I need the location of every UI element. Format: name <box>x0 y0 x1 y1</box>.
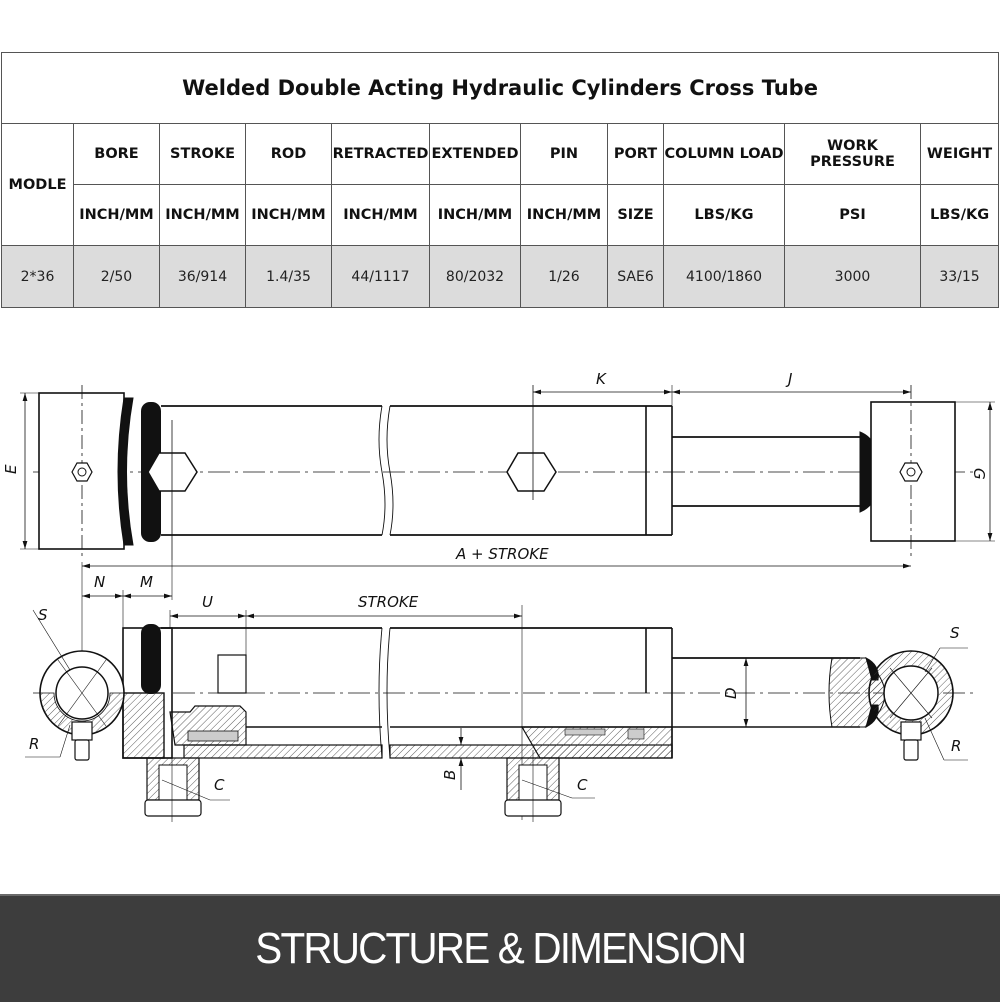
table-title: Welded Double Acting Hydraulic Cylinders… <box>0 52 1000 124</box>
col-unit: INCH/MM <box>245 184 332 246</box>
dim-label-u: U <box>202 593 213 611</box>
dim-label-r-left: R <box>29 735 39 753</box>
dim-label-s-left: S <box>38 606 48 624</box>
dim-label-c-left: C <box>214 776 225 794</box>
cell-retracted: 44/1117 <box>331 245 430 308</box>
col-unit: INCH/MM <box>520 184 608 246</box>
cell-work-pressure: 3000 <box>784 245 921 308</box>
cylinder-drawing: E G K J A + STROKE <box>2 370 995 822</box>
table-row: 2*36 2/50 36/914 1.4/35 44/1117 80/2032 … <box>1 245 1000 308</box>
cell-weight: 33/15 <box>919 245 1000 308</box>
col-unit: LBS/KG <box>919 184 1000 246</box>
col-unit: INCH/MM <box>159 184 246 246</box>
cell-pin: 1/26 <box>520 245 608 308</box>
dim-label-e: E <box>2 464 20 474</box>
col-header: STROKE <box>159 123 246 185</box>
section-banner: STRUCTURE & DIMENSION <box>0 894 1000 1002</box>
cell-port: SAE6 <box>607 245 664 308</box>
col-header: BORE <box>73 123 160 185</box>
dim-label-g: G <box>970 468 988 480</box>
col-header: EXTENDED <box>429 123 521 185</box>
dim-label-b: B <box>441 770 459 780</box>
section-view <box>25 560 975 822</box>
dim-label-m: M <box>140 573 153 591</box>
col-unit: INCH/MM <box>73 184 160 246</box>
banner-title: STRUCTURE & DIMENSION <box>255 924 747 973</box>
dim-label-c-right: C <box>577 776 588 794</box>
col-header: ROD <box>245 123 332 185</box>
dim-label-a-stroke: A + STROKE <box>455 545 549 563</box>
col-header: WORK PRESSURE <box>784 123 921 185</box>
spec-table: Welded Double Acting Hydraulic Cylinders… <box>0 52 1000 308</box>
col-unit: INCH/MM <box>429 184 521 246</box>
dim-label-d: D <box>722 687 740 699</box>
port-fitting-left <box>144 750 230 822</box>
cell-model: 2*36 <box>1 245 74 308</box>
dim-label-k: K <box>596 370 607 388</box>
col-unit: SIZE <box>607 184 664 246</box>
dim-label-n: N <box>94 573 105 591</box>
cell-extended: 80/2032 <box>429 245 521 308</box>
port-fitting-right <box>504 750 595 822</box>
dim-label-s-right: S <box>950 624 960 642</box>
col-header: COLUMN LOAD <box>663 123 785 185</box>
dim-label-j: J <box>785 370 792 388</box>
cell-bore: 2/50 <box>73 245 160 308</box>
dim-label-stroke: STROKE <box>358 593 419 611</box>
col-header: PORT <box>607 123 664 185</box>
model-header: MODLE <box>1 123 74 246</box>
header-row-units: INCH/MM INCH/MM INCH/MM INCH/MM INCH/MM … <box>2 184 1000 246</box>
col-header: RETRACTED <box>331 123 430 185</box>
col-unit: PSI <box>784 184 921 246</box>
cell-column-load: 4100/1860 <box>663 245 785 308</box>
cell-rod: 1.4/35 <box>245 245 332 308</box>
col-header: PIN <box>520 123 608 185</box>
header-row-names: MODLE BORE STROKE ROD RETRACTED EXTENDED… <box>1 123 1000 246</box>
cell-stroke: 36/914 <box>159 245 246 308</box>
col-header: WEIGHT <box>919 123 1000 185</box>
col-unit: LBS/KG <box>663 184 785 246</box>
top-view <box>20 385 995 569</box>
dim-label-r-right: R <box>951 737 961 755</box>
col-unit: INCH/MM <box>331 184 430 246</box>
